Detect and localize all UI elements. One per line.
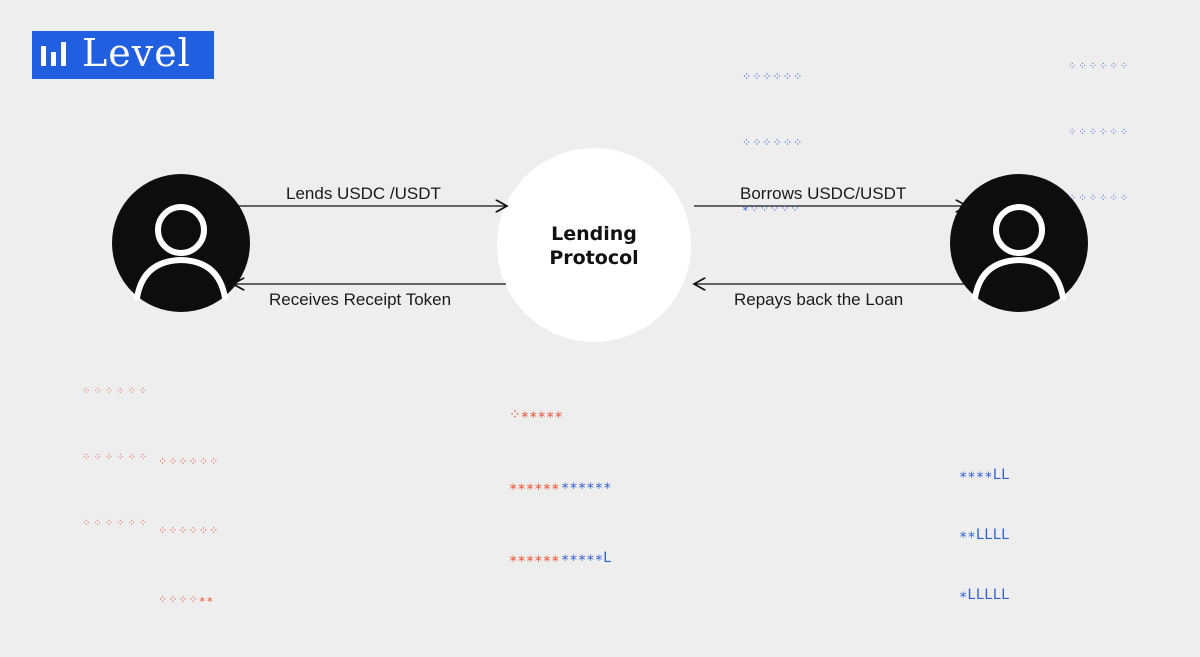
flow-diagram bbox=[112, 148, 1088, 342]
deco-bottom-left-b: ⁘⁘⁘⁘⁘⁘ ⁘⁘⁘⁘⁘⁘ ⁘⁘⁘⁘∗∗ bbox=[158, 404, 219, 657]
center-line-1: Lending bbox=[551, 223, 637, 245]
deco-bottom-right: ∗∗∗∗LL ∗∗LLLL ∗LLLLL bbox=[959, 425, 1010, 645]
deco-row: ∗∗∗∗∗∗ bbox=[561, 478, 612, 494]
logo-bars-icon bbox=[41, 42, 66, 66]
borrows-label: Borrows USDC/USDT bbox=[740, 184, 907, 203]
deco-row: ⁘⁘⁘⁘⁘⁘ bbox=[158, 455, 220, 468]
deco-row: ⁘⁘⁘⁘⁘⁘ bbox=[742, 70, 804, 83]
repays-label: Repays back the Loan bbox=[734, 290, 904, 309]
deco-row: ⁘⁘⁘⁘∗∗ bbox=[158, 593, 215, 606]
level-logo: Level bbox=[32, 31, 214, 79]
deco-row: ∗∗∗∗LL bbox=[959, 467, 1010, 483]
deco-row: ⁘⁘⁘⁘⁘⁘ bbox=[1068, 193, 1131, 204]
deco-bottom-mid-blue: ∗∗∗∗∗∗ ∗∗∗∗∗L bbox=[561, 426, 612, 618]
deco-bottom-mid-red: ⁘∗∗∗∗∗ ∗∗∗∗∗∗ ∗∗∗∗∗∗ bbox=[509, 355, 563, 619]
left-user-avatar bbox=[112, 174, 250, 312]
deco-row: ⁘∗∗∗∗∗ bbox=[509, 407, 563, 423]
lends-label: Lends USDC /USDT bbox=[286, 184, 441, 203]
deco-row: ⁘⁘⁘⁘⁘⁘ bbox=[1068, 61, 1131, 72]
deco-row: ∗⁘⁘⁘⁘⁘ bbox=[742, 202, 801, 215]
deco-row: ∗∗∗∗∗L bbox=[561, 550, 612, 566]
deco-row: ∗∗∗∗∗∗ bbox=[509, 551, 560, 567]
deco-row: ⁘⁘⁘⁘⁘⁘ bbox=[82, 452, 151, 463]
brand-name: Level bbox=[82, 31, 191, 75]
deco-top-right: ⁘⁘⁘⁘⁘⁘ ⁘⁘⁘⁘⁘⁘ ⁘⁘⁘⁘⁘⁘ bbox=[1068, 12, 1130, 254]
deco-row: ⁘⁘⁘⁘⁘⁘ bbox=[742, 136, 804, 149]
deco-row: ⁘⁘⁘⁘⁘⁘ bbox=[82, 386, 151, 397]
deco-top-mid: ⁘⁘⁘⁘⁘⁘ ⁘⁘⁘⁘⁘⁘ ∗⁘⁘⁘⁘⁘ bbox=[742, 22, 803, 264]
deco-bottom-left-a: ⁘⁘⁘⁘⁘⁘ ⁘⁘⁘⁘⁘⁘ ⁘⁘⁘⁘⁘⁘ bbox=[82, 337, 150, 579]
right-user-avatar bbox=[950, 174, 1088, 312]
deco-row: ⁘⁘⁘⁘⁘⁘ bbox=[1068, 127, 1131, 138]
receives-label: Receives Receipt Token bbox=[269, 290, 452, 309]
deco-row: ∗∗LLLL bbox=[959, 527, 1010, 543]
lending-protocol-label: Lending Protocol bbox=[497, 222, 691, 270]
lending-protocol-node bbox=[497, 148, 691, 342]
deco-row: ∗∗∗∗∗∗ bbox=[509, 479, 560, 495]
deco-row: ⁘⁘⁘⁘⁘⁘ bbox=[82, 518, 151, 529]
diagram-canvas: Level Lending Protocol Lends USDC /USDT … bbox=[32, 12, 1130, 606]
center-line-2: Protocol bbox=[549, 247, 639, 269]
deco-row: ∗LLLLL bbox=[959, 587, 1010, 603]
deco-row: ⁘⁘⁘⁘⁘⁘ bbox=[158, 524, 220, 537]
